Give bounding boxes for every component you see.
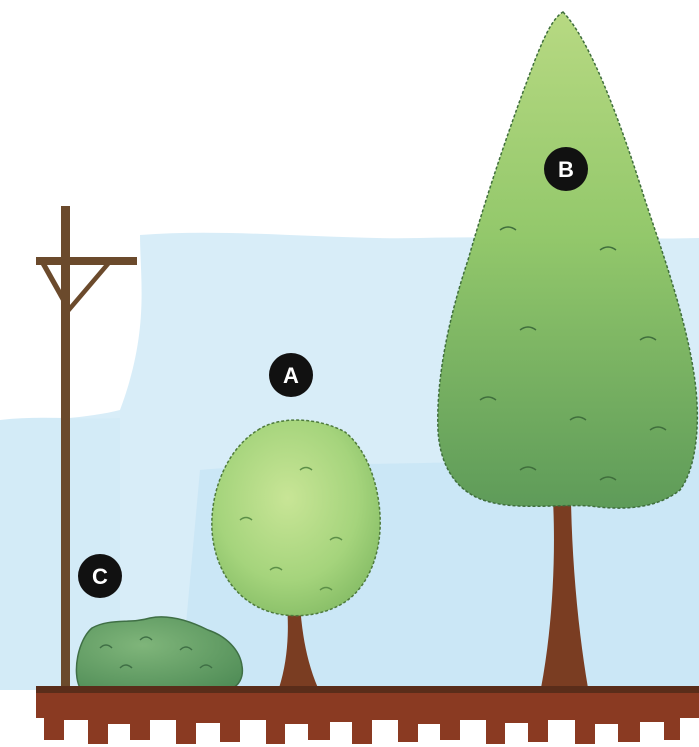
marker-c: C	[78, 554, 122, 598]
marker-b: B	[544, 147, 588, 191]
marker-a: A	[269, 353, 313, 397]
marker-a-label: A	[283, 363, 299, 388]
marker-c-label: C	[92, 564, 108, 589]
tree-a-canopy	[212, 420, 380, 616]
marker-b-label: B	[558, 157, 574, 182]
